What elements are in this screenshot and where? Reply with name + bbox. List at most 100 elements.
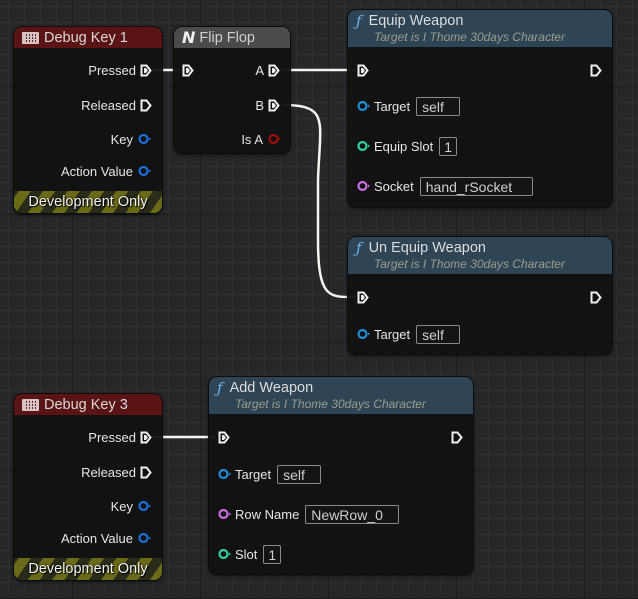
- pin-row-exec-in: [182, 61, 194, 79]
- pin-row-socket: Socket hand_rSocket: [357, 176, 533, 196]
- debug-key-3-header[interactable]: Debug Key 3: [14, 394, 162, 415]
- equip-weapon-header[interactable]: ƒ Equip Weapon Target is I Thome 30days …: [348, 10, 612, 47]
- object-pin-icon[interactable]: [138, 133, 152, 145]
- exec-pin-connected-icon[interactable]: [268, 99, 280, 112]
- exec-pin-icon[interactable]: [451, 431, 463, 444]
- object-pin-icon[interactable]: [357, 328, 371, 340]
- object-pin-icon[interactable]: [138, 500, 152, 512]
- exec-pin-connected-icon[interactable]: [357, 64, 369, 77]
- debug-key-3-node[interactable]: Debug Key 3 Pressed Released Key Action …: [14, 394, 162, 580]
- add-weapon-title: Add Weapon: [229, 379, 314, 396]
- pin-row-equip-slot: Equip Slot 1: [357, 136, 458, 156]
- struct-pin-icon[interactable]: [138, 165, 152, 177]
- pin-row-target: Target self: [357, 96, 461, 116]
- pin-row-released: Released: [81, 96, 152, 114]
- name-pin-icon[interactable]: [357, 180, 371, 192]
- pin-label-action-value: Action Value: [60, 163, 133, 179]
- pin-label-is-a: Is A: [241, 131, 263, 147]
- name-pin-icon[interactable]: [218, 508, 232, 520]
- exec-pin-icon[interactable]: [140, 99, 152, 112]
- pin-label-key: Key: [110, 498, 133, 514]
- development-only-banner: Development Only: [14, 191, 162, 213]
- function-icon: ƒ: [356, 11, 362, 30]
- pin-row-exec-in: [357, 61, 369, 79]
- debug-key-1-header[interactable]: Debug Key 1: [14, 27, 162, 48]
- target-value-field[interactable]: self: [416, 96, 461, 116]
- pin-label-pressed: Pressed: [88, 429, 136, 445]
- pin-label-released: Released: [81, 464, 136, 480]
- exec-pin-icon[interactable]: [140, 466, 152, 479]
- pin-label-key: Key: [110, 131, 133, 147]
- object-pin-icon[interactable]: [357, 100, 371, 112]
- pin-row-action-value: Action Value: [61, 529, 152, 547]
- pin-row-a: A: [255, 61, 280, 79]
- pin-row-exec-out: [590, 288, 602, 306]
- exec-pin-connected-icon[interactable]: [218, 431, 230, 444]
- pin-label-pressed: Pressed: [88, 62, 136, 78]
- pin-row-exec-out: [590, 61, 602, 79]
- pin-label-target: Target: [374, 98, 411, 114]
- pin-label-equip-slot: Equip Slot: [374, 138, 434, 154]
- equip-slot-value-field[interactable]: 1: [439, 136, 458, 156]
- add-weapon-header[interactable]: ƒ Add Weapon Target is I Thome 30days Ch…: [209, 377, 473, 414]
- keyboard-icon: [22, 398, 39, 411]
- pin-label-action-value: Action Value: [60, 530, 133, 546]
- equip-weapon-node[interactable]: ƒ Equip Weapon Target is I Thome 30days …: [348, 10, 612, 207]
- pin-label-socket: Socket: [374, 178, 414, 194]
- pin-label-a: A: [255, 62, 264, 78]
- exec-pin-connected-icon[interactable]: [140, 64, 152, 77]
- flip-flop-title: Flip Flop: [199, 29, 255, 46]
- slot-value-field[interactable]: 1: [263, 544, 282, 564]
- pin-label-row-name: Row Name: [235, 506, 300, 522]
- pin-row-exec-out: [451, 428, 463, 446]
- pin-row-exec-in: [218, 428, 230, 446]
- pin-row-exec-in: [357, 288, 369, 306]
- pin-row-pressed: Pressed: [88, 428, 152, 446]
- target-value-field[interactable]: self: [277, 464, 322, 484]
- pin-row-action-value: Action Value: [61, 162, 152, 180]
- un-equip-weapon-node[interactable]: ƒ Un Equip Weapon Target is I Thome 30da…: [348, 237, 612, 354]
- flip-flop-header[interactable]: N Flip Flop: [174, 27, 290, 48]
- pin-label-slot: Slot: [235, 546, 258, 562]
- socket-value-field[interactable]: hand_rSocket: [419, 176, 533, 196]
- un-equip-weapon-title: Un Equip Weapon: [368, 239, 486, 256]
- pin-label-b: B: [255, 97, 264, 113]
- exec-pin-connected-icon[interactable]: [182, 64, 194, 77]
- exec-pin-icon[interactable]: [590, 291, 602, 304]
- function-icon: ƒ: [356, 238, 362, 257]
- bool-pin-icon[interactable]: [268, 133, 282, 145]
- exec-pin-connected-icon[interactable]: [357, 291, 369, 304]
- struct-pin-icon[interactable]: [138, 532, 152, 544]
- target-value-field[interactable]: self: [416, 324, 461, 344]
- macro-icon: N: [182, 28, 195, 47]
- un-equip-weapon-subtitle: Target is I Thome 30days Character: [374, 256, 565, 271]
- add-weapon-subtitle: Target is I Thome 30days Character: [235, 396, 426, 411]
- pin-row-key: Key: [111, 130, 152, 148]
- exec-pin-connected-icon[interactable]: [268, 64, 280, 77]
- object-pin-icon[interactable]: [218, 468, 232, 480]
- pin-row-target: Target self: [218, 464, 322, 484]
- pin-label-target: Target: [235, 466, 272, 482]
- debug-key-1-node[interactable]: Debug Key 1 Pressed Released Key Action …: [14, 27, 162, 213]
- equip-weapon-subtitle: Target is I Thome 30days Character: [374, 29, 565, 44]
- pin-row-b: B: [255, 96, 280, 114]
- debug-key-1-title: Debug Key 1: [44, 29, 128, 46]
- un-equip-weapon-header[interactable]: ƒ Un Equip Weapon Target is I Thome 30da…: [348, 237, 612, 274]
- exec-pin-connected-icon[interactable]: [140, 431, 152, 444]
- flip-flop-node[interactable]: N Flip Flop A B Is A: [174, 27, 290, 153]
- pin-row-pressed: Pressed: [88, 61, 152, 79]
- pin-row-target: Target self: [357, 324, 461, 344]
- integer-pin-icon[interactable]: [218, 548, 232, 560]
- pin-row-key: Key: [111, 497, 152, 515]
- pin-row-released: Released: [81, 463, 152, 481]
- development-only-banner: Development Only: [14, 558, 162, 580]
- pin-row-slot: Slot 1: [218, 544, 282, 564]
- row-name-value-field[interactable]: NewRow_0: [305, 504, 400, 524]
- integer-pin-icon[interactable]: [357, 140, 371, 152]
- pin-row-is-a: Is A: [241, 130, 282, 148]
- keyboard-icon: [22, 31, 39, 44]
- add-weapon-node[interactable]: ƒ Add Weapon Target is I Thome 30days Ch…: [209, 377, 473, 574]
- pin-label-released: Released: [81, 97, 136, 113]
- wire-flipflop-b-to-unequip[interactable]: [281, 103, 357, 299]
- exec-pin-icon[interactable]: [590, 64, 602, 77]
